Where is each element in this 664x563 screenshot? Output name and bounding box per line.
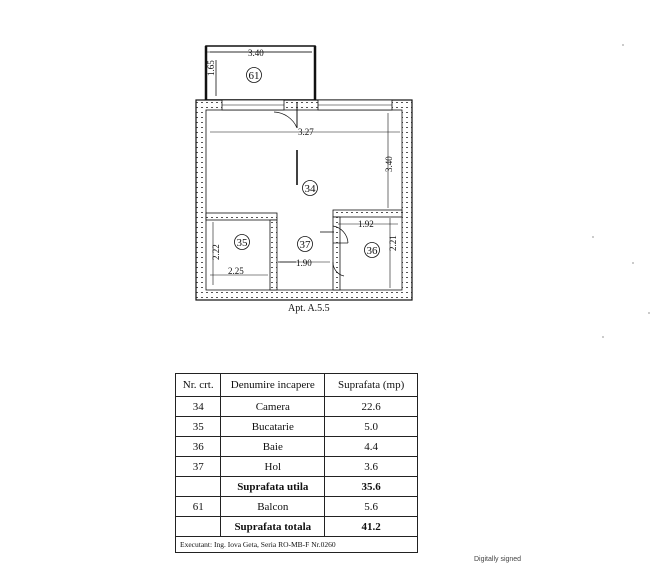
row-nr xyxy=(174,516,222,537)
scan-speck xyxy=(632,262,634,264)
table-row-total: Suprafata totala 41.2 xyxy=(174,516,418,537)
room-number-balcony: 61 xyxy=(246,67,262,83)
area-table: Nr. crt. Denumire incapere Suprafata (mp… xyxy=(174,373,418,553)
kitchen-width-label: 2.25 xyxy=(228,266,244,276)
outer-walls xyxy=(195,99,413,301)
hall-width-label: 1.90 xyxy=(296,258,312,268)
row-name: Suprafata utila xyxy=(220,476,326,497)
header-nr: Nr. crt. xyxy=(174,373,222,397)
row-nr: 34 xyxy=(174,396,222,417)
table-row: 61 Balcon 5.6 xyxy=(174,496,418,517)
svg-text:35: 35 xyxy=(237,237,249,249)
row-name: Camera xyxy=(220,396,326,417)
row-name: Balcon xyxy=(220,496,326,517)
svg-text:36: 36 xyxy=(367,245,379,257)
row-nr: 35 xyxy=(174,416,222,437)
svg-text:61: 61 xyxy=(249,70,260,82)
room-number-hall: 37 xyxy=(297,236,313,252)
scan-speck xyxy=(592,236,594,238)
dimension-lines xyxy=(206,51,400,288)
bath-width-label: 1.92 xyxy=(358,219,374,229)
row-nr: 37 xyxy=(174,456,222,477)
balcony-door xyxy=(273,102,298,129)
row-area: 41.2 xyxy=(324,516,418,537)
row-nr: 61 xyxy=(174,496,222,517)
table-footer-row: Executant: Ing. Iova Geta, Seria RO-MB-F… xyxy=(175,536,418,553)
row-area: 3.6 xyxy=(324,456,418,477)
floor-plan: 3.40 1.65 3.27 3.40 1.92 2.21 2.22 2.25 … xyxy=(195,45,413,314)
row-nr: 36 xyxy=(174,436,222,457)
table-row: 36 Baie 4.4 xyxy=(174,436,418,457)
header-name: Denumire incapere xyxy=(220,373,326,397)
row-area: 4.4 xyxy=(324,436,418,457)
table-row: 35 Bucatarie 5.0 xyxy=(174,416,418,437)
room-number-bath: 36 xyxy=(364,242,380,258)
scan-speck xyxy=(622,44,624,46)
svg-text:37: 37 xyxy=(300,239,312,251)
scan-speck xyxy=(648,312,650,314)
svg-text:34: 34 xyxy=(305,183,317,195)
row-name: Hol xyxy=(220,456,326,477)
signature-note: Digitally signed xyxy=(474,556,522,563)
table-row: 34 Camera 22.6 xyxy=(174,396,418,417)
row-area: 5.6 xyxy=(324,496,418,517)
windows xyxy=(221,99,393,111)
room-number-kitchen: 35 xyxy=(234,234,250,250)
plan-caption: Apt. A.5.5 xyxy=(288,303,330,314)
room-number-room: 34 xyxy=(302,180,318,196)
room-depth-label: 3.40 xyxy=(384,156,394,172)
row-name: Suprafata totala xyxy=(220,516,326,537)
room-width-label: 3.27 xyxy=(298,127,314,137)
row-name: Baie xyxy=(220,436,326,457)
row-name: Bucatarie xyxy=(220,416,326,437)
balcony-depth-label: 1.65 xyxy=(206,60,216,76)
row-nr xyxy=(174,476,222,497)
table-row: 37 Hol 3.6 xyxy=(174,456,418,477)
bath-depth-label: 2.21 xyxy=(388,235,398,251)
interior-walls xyxy=(205,150,403,291)
row-area: 5.0 xyxy=(324,416,418,437)
header-area: Suprafata (mp) xyxy=(324,373,418,397)
scan-speck xyxy=(602,336,604,338)
table-row-subtotal: Suprafata utila 35.6 xyxy=(174,476,418,497)
row-area: 35.6 xyxy=(324,476,418,497)
row-area: 22.6 xyxy=(324,396,418,417)
table-header-row: Nr. crt. Denumire incapere Suprafata (mp… xyxy=(174,373,418,397)
executant-note: Executant: Ing. Iova Geta, Seria RO-MB-F… xyxy=(175,536,418,553)
kitchen-depth-label: 2.22 xyxy=(211,244,221,260)
balcony-width-label: 3.40 xyxy=(248,48,264,58)
